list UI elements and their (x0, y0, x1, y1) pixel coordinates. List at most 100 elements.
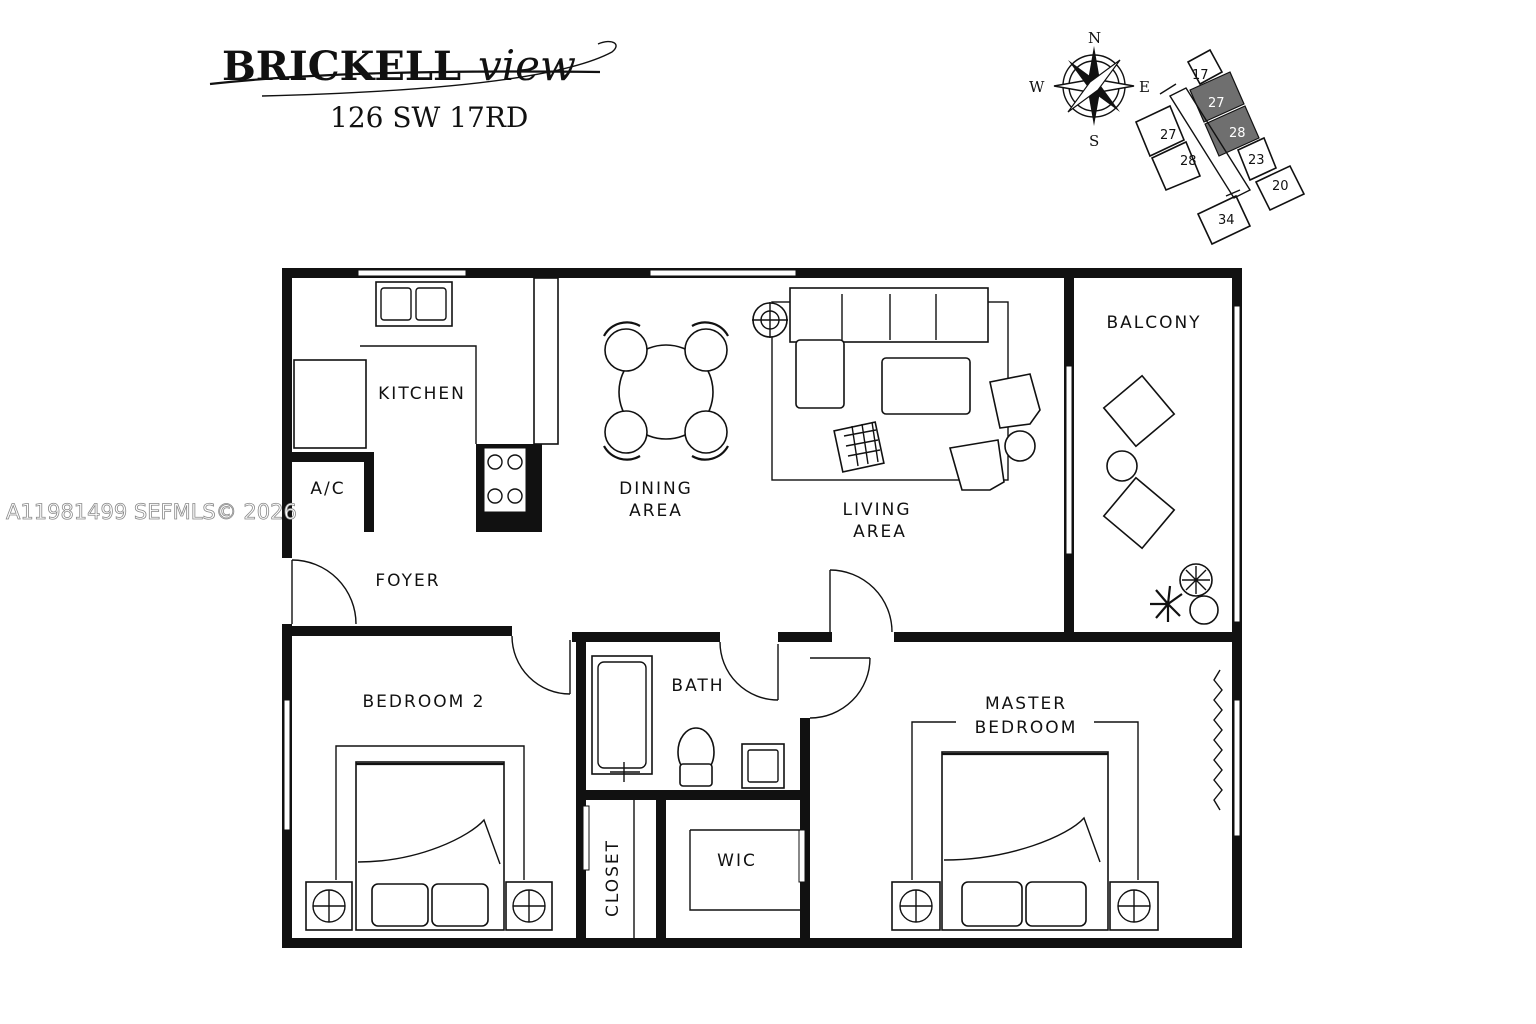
compass-rose: N E S W (1029, 29, 1150, 150)
wall-ac-right (364, 452, 374, 532)
sofa (789, 287, 989, 343)
site-corridor (1168, 87, 1252, 199)
sink-icon (375, 281, 453, 327)
balcony-chair (1102, 374, 1176, 448)
sofa-chaise (795, 339, 845, 409)
living-door-swing (829, 569, 893, 633)
compass-south: S (1089, 132, 1099, 150)
pillow (1025, 881, 1087, 927)
wall-ac-top (282, 452, 374, 462)
site-unit-label: 23 (1248, 153, 1265, 168)
kitchen-counter (360, 345, 477, 444)
site-unit-label: 17 (1192, 68, 1209, 83)
wall-left-upper (282, 268, 292, 558)
refrigerator-icon (293, 359, 367, 449)
dining-chair (684, 328, 728, 372)
site-unit-17 (1186, 48, 1224, 86)
wall-mid-1 (282, 626, 512, 636)
site-unit-34 (1196, 194, 1252, 246)
kitchen-fixtures (293, 277, 559, 513)
site-unit-28-highlighted (1204, 105, 1260, 157)
closets (633, 669, 1223, 940)
site-unit-label: 20 (1272, 179, 1289, 194)
armchair (989, 373, 1041, 429)
mls-watermark: A11981499 SEFMLS© 2026 (6, 500, 297, 524)
compass-north: N (1088, 29, 1101, 47)
wall-bottom (282, 938, 1242, 948)
site-stairs (1159, 83, 1241, 197)
ottoman-icon (833, 421, 885, 473)
address: 126 SW 17RD (330, 101, 528, 134)
wall-mid-2 (572, 632, 720, 642)
wall-closet-right (656, 798, 666, 948)
master-closet-doors (1213, 669, 1223, 811)
room-label-dining-line1: DINING (619, 479, 693, 499)
wall-mid-4 (894, 632, 1242, 642)
balcony-table (1106, 450, 1138, 482)
room-label-master-line2: BEDROOM (975, 718, 1078, 738)
pantry-cabinet (533, 277, 559, 445)
wall-bath-bottom (576, 790, 810, 800)
site-unit-label: 27 (1208, 96, 1225, 111)
bath-fixtures (591, 655, 785, 789)
bedroom2-bed (305, 745, 553, 931)
room-label-foyer: FOYER (375, 571, 440, 591)
room-label-living-line1: LIVING (842, 500, 911, 520)
living-furniture (752, 287, 1041, 491)
dining-chair (604, 328, 648, 372)
site-unit-28 (1150, 140, 1202, 192)
pillow (961, 881, 1023, 927)
master-door-swing (809, 657, 871, 719)
wic-shelving (689, 829, 800, 911)
bath-door-swing (719, 641, 779, 701)
logo-swoosh (261, 40, 617, 97)
room-label-dining-line2: AREA (629, 501, 683, 521)
site-unit-label: 28 (1180, 154, 1197, 169)
brand-logo: BRICKELL view 126 SW 17RD (209, 40, 617, 134)
bedroom2-door-swing (511, 635, 571, 695)
dining-chair (604, 410, 648, 454)
wall-mid-3 (778, 632, 832, 642)
master-bed (891, 721, 1159, 931)
balcony-furniture (1102, 374, 1219, 625)
plant-icon (1189, 595, 1219, 625)
room-label-balcony: BALCONY (1106, 313, 1201, 333)
doors (291, 559, 893, 883)
plant-icon (1150, 585, 1183, 622)
coffee-table (881, 357, 971, 415)
windows (283, 269, 1241, 837)
site-unit-27 (1134, 104, 1186, 158)
side-table (1004, 430, 1036, 462)
bathtub-icon (591, 655, 653, 775)
compass-east: E (1139, 78, 1150, 96)
balcony-chair (1102, 476, 1176, 550)
site-unit-label: 28 (1229, 126, 1246, 141)
room-label-kitchen: KITCHEN (378, 384, 466, 404)
site-unit-label: 34 (1218, 213, 1235, 228)
room-label-ac: A/C (310, 479, 345, 499)
site-unit-20 (1254, 164, 1306, 212)
site-unit-label: 27 (1160, 128, 1177, 143)
compass-west: W (1029, 78, 1045, 96)
vanity-sink-icon (741, 743, 785, 789)
room-label-closet: CLOSET (603, 839, 623, 917)
armchair (948, 439, 1005, 491)
room-label-bedroom2: BEDROOM 2 (363, 692, 486, 712)
site-unit-27-highlighted (1189, 71, 1245, 123)
compass-needle-diag-2 (1067, 59, 1121, 113)
dining-table (618, 344, 714, 440)
site-plan: 17 27 28 27 28 23 20 34 (1134, 48, 1306, 246)
dining-chair (684, 410, 728, 454)
pillow (431, 883, 489, 927)
brand-name-bold: BRICKELL (222, 43, 461, 90)
pillow (371, 883, 429, 927)
room-labels: KITCHEN A/C FOYER DINING AREA LIVING ARE… (310, 313, 1201, 917)
logo-underline (209, 70, 601, 86)
room-label-master-line1: MASTER (985, 694, 1067, 714)
room-label-living-line2: AREA (853, 522, 907, 542)
site-unit-23 (1236, 136, 1278, 182)
entry-door-swing (291, 559, 357, 625)
dining-table-set (603, 321, 729, 461)
room-label-bath: BATH (671, 676, 724, 696)
